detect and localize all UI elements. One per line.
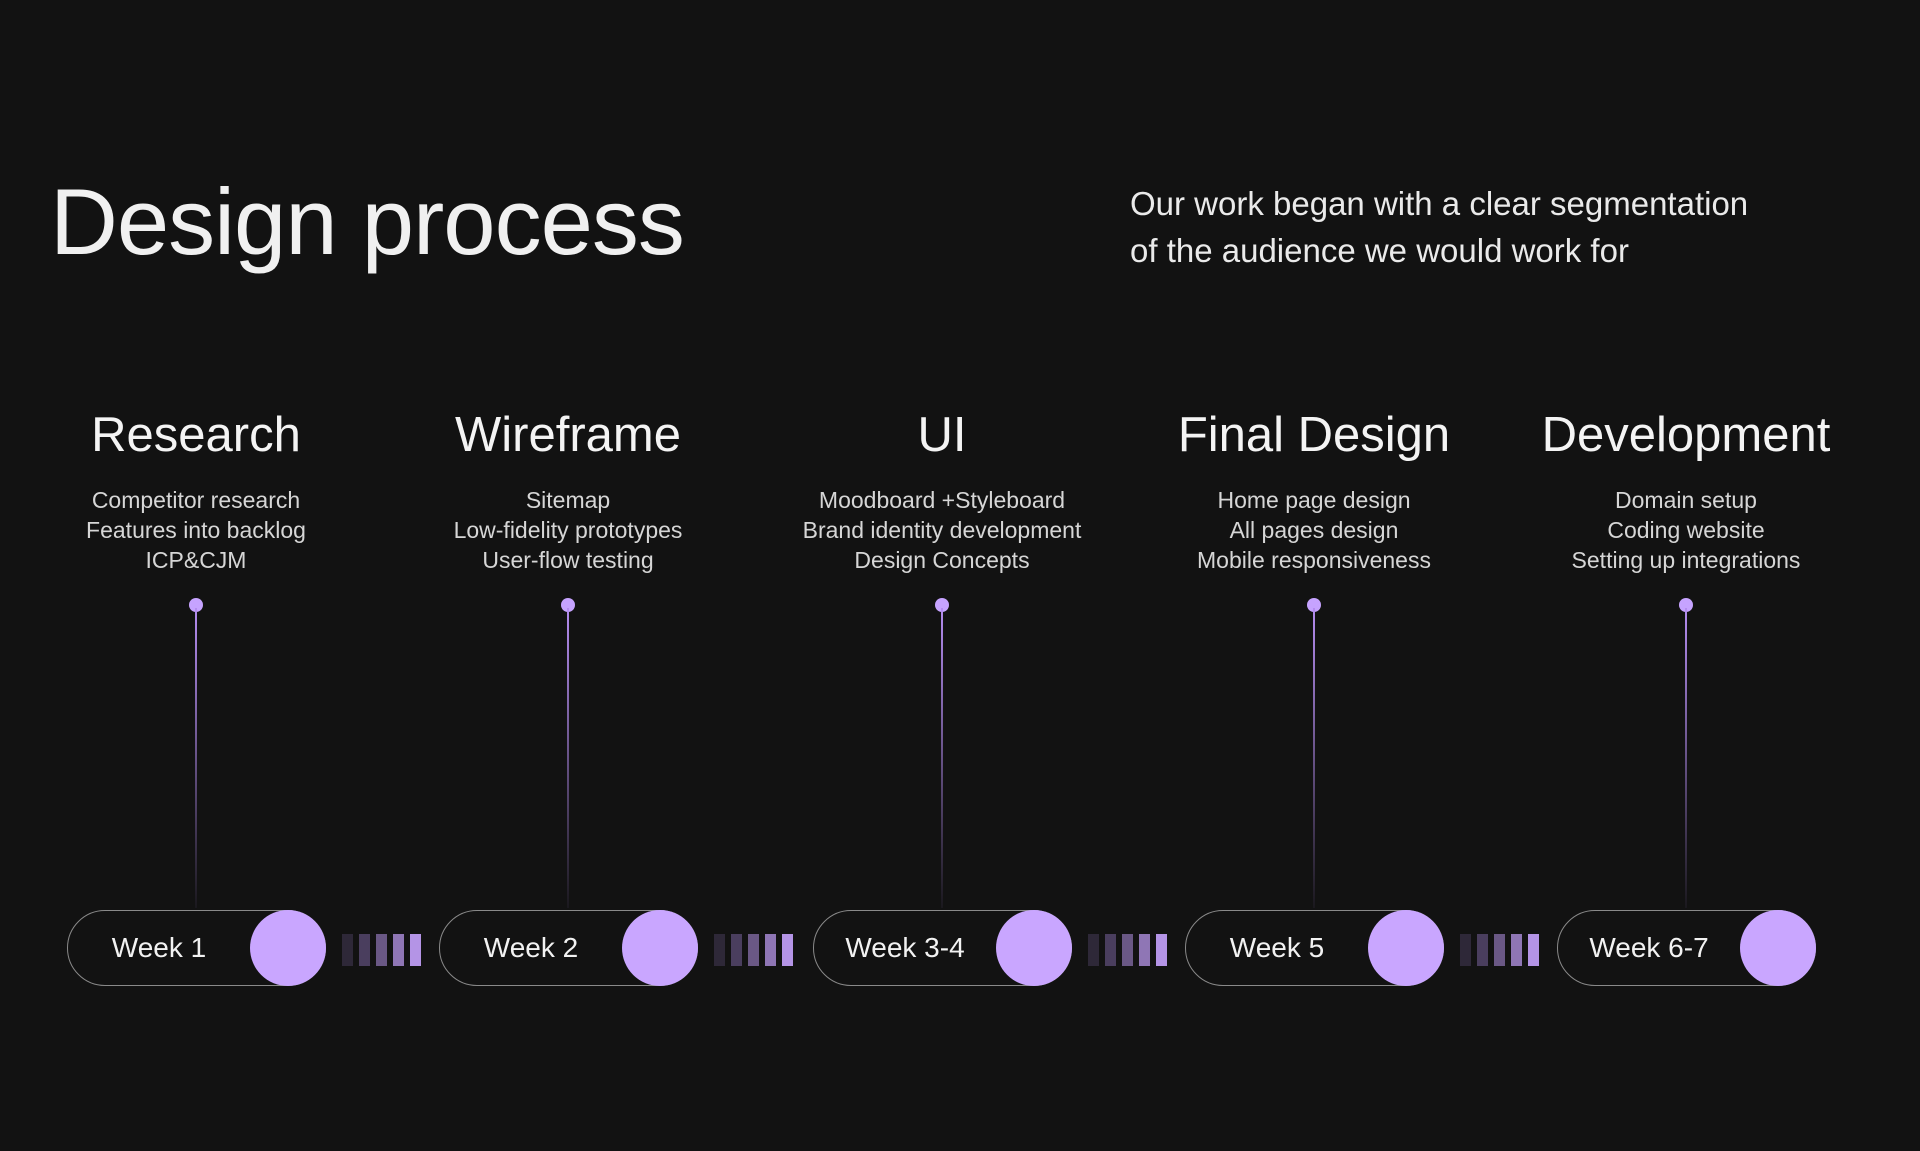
progress-bars-icon (1088, 934, 1167, 966)
progress-bar-segment (748, 934, 759, 966)
progress-bars-icon (342, 934, 421, 966)
week-pill: Week 3-4 (813, 910, 1072, 986)
stage-task: Features into backlog (86, 517, 306, 543)
timeline-connector-line (1313, 608, 1315, 908)
stage-task: Mobile responsiveness (1197, 547, 1431, 573)
week-knob-icon (622, 910, 698, 986)
timeline-dot-icon (935, 598, 949, 612)
timeline-connector-line (1685, 608, 1687, 908)
week-label: Week 3-4 (845, 932, 965, 963)
stage-title: Final Design (1177, 408, 1451, 462)
week-pill: Week 5 (1185, 910, 1444, 986)
week-pill: Week 6-7 (1557, 910, 1816, 986)
week-label: Week 1 (111, 932, 207, 963)
stage-task: Moodboard +Styleboard (818, 487, 1066, 513)
page-title: Design process (50, 169, 685, 274)
week-knob-icon (1368, 910, 1444, 986)
stage-task: User-flow testing (482, 547, 654, 573)
stage-task: Coding website (1607, 517, 1765, 543)
subtitle-line: of the audience we would work for (1130, 232, 1629, 269)
progress-bar-segment (1156, 934, 1167, 966)
stage-task: ICP&CJM (145, 547, 247, 573)
week-label: Week 6-7 (1589, 932, 1709, 963)
stage-task: Low-fidelity prototypes (453, 517, 683, 543)
stage-task: Home page design (1217, 487, 1411, 513)
stage-title: Research (91, 408, 301, 462)
timeline-connector-line (195, 608, 197, 908)
week-pill: Week 2 (439, 910, 698, 986)
stage-task: All pages design (1229, 517, 1399, 543)
progress-bar-segment (1477, 934, 1488, 966)
stage-task: Competitor research (91, 487, 301, 513)
progress-bar-segment (1105, 934, 1116, 966)
progress-bar-segment (731, 934, 742, 966)
progress-bar-segment (1460, 934, 1471, 966)
progress-bar-segment (1494, 934, 1505, 966)
progress-bar-segment (1139, 934, 1150, 966)
stage-task: Sitemap (525, 487, 611, 513)
progress-bar-segment (1511, 934, 1522, 966)
progress-bar-segment (393, 934, 404, 966)
subtitle-line: Our work began with a clear segmentation (1130, 185, 1749, 222)
progress-bar-segment (410, 934, 421, 966)
week-knob-icon (1740, 910, 1816, 986)
timeline-connector-line (941, 608, 943, 908)
progress-bar-segment (1528, 934, 1539, 966)
progress-bar-segment (1122, 934, 1133, 966)
progress-bar-segment (1088, 934, 1099, 966)
week-label: Week 5 (1229, 932, 1325, 963)
timeline-dot-icon (1679, 598, 1693, 612)
timeline-dot-icon (189, 598, 203, 612)
week-pill: Week 1 (67, 910, 326, 986)
page-subtitle: Our work began with a clear segmentation… (1130, 180, 1890, 274)
stage-task: Design Concepts (854, 547, 1030, 573)
stage-title: UI (917, 408, 967, 462)
timeline-dot-icon (561, 598, 575, 612)
timeline-dot-icon (1307, 598, 1321, 612)
timeline-connector-line (567, 608, 569, 908)
week-knob-icon (250, 910, 326, 986)
progress-bar-segment (342, 934, 353, 966)
progress-bar-segment (782, 934, 793, 966)
progress-bars-icon (714, 934, 793, 966)
week-label: Week 2 (483, 932, 579, 963)
progress-bars-icon (1460, 934, 1539, 966)
stage-title: Development (1541, 408, 1831, 462)
week-knob-icon (996, 910, 1072, 986)
stage-title: Wireframe (455, 408, 681, 462)
stage-task: Setting up integrations (1571, 547, 1801, 573)
progress-bar-segment (714, 934, 725, 966)
progress-bar-segment (359, 934, 370, 966)
progress-bar-segment (765, 934, 776, 966)
stage-task: Domain setup (1615, 487, 1757, 513)
stage-task: Brand identity development (802, 517, 1082, 543)
progress-bar-segment (376, 934, 387, 966)
